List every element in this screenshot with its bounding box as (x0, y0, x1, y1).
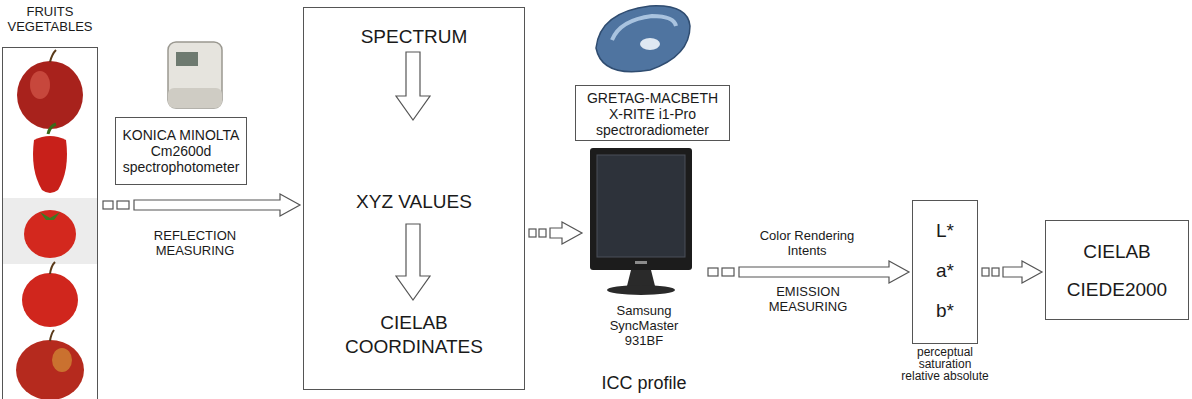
produce-panel: FRUITS VEGETABLES (2, 0, 98, 399)
dash-square (529, 229, 536, 237)
edge-label: Color Rendering Intents (752, 228, 862, 258)
monitor-logo (635, 261, 647, 264)
note-label: EMISSION MEASURING (768, 284, 848, 314)
apple-stem (50, 330, 54, 341)
apple-stem (50, 50, 56, 62)
dash-square (117, 201, 129, 209)
photo-ground (3, 198, 97, 264)
node-text: CIEDE2000 (1049, 279, 1185, 301)
edge-label: REFLECTION MEASURING (150, 228, 240, 258)
hollow-arrow (739, 261, 909, 283)
hollow-arrow (134, 194, 300, 216)
flow-arrow (982, 261, 1042, 283)
pepper (33, 136, 67, 193)
monitor: Samsung SyncMaster 931BF ICC profile (585, 148, 703, 399)
device-highlight (612, 16, 676, 40)
hollow-arrow (1003, 261, 1042, 283)
pepper-stem (48, 124, 56, 134)
node-heading: Samsung SyncMaster 931BF (604, 303, 684, 348)
device-body (168, 42, 222, 108)
device-box: GRETAG-MACBETH X-RITE i1-Pro spectroradi… (575, 85, 730, 141)
apple (16, 340, 84, 399)
flow-arrow (103, 194, 300, 216)
box-outline (2, 47, 98, 399)
process-box: SPECTRUM XYZ VALUES CIELAB COORDINATES (303, 7, 525, 390)
device-base (168, 88, 222, 108)
node-heading: L* (915, 220, 975, 242)
node-text: b* (915, 300, 975, 322)
dash-square (992, 268, 999, 276)
flow-arrow (708, 261, 909, 283)
photo-ground (3, 48, 97, 399)
apple-highlight (52, 348, 72, 372)
monitor-bezel (590, 148, 692, 270)
node-heading: KONICA MINOLTA Cm2600d spectrophotometer (120, 127, 242, 175)
fruit-photos (3, 48, 97, 399)
dash-square (103, 201, 113, 209)
tomato-stem (40, 212, 60, 220)
result-box: CIELAB CIEDE2000 (1045, 220, 1189, 320)
tomato (24, 210, 76, 258)
dash-square (722, 268, 734, 276)
node-text: perceptual saturation relative absolute (901, 346, 989, 382)
node-text: a* (915, 260, 975, 282)
inner-arrows (396, 52, 430, 300)
apple-stem (50, 262, 55, 274)
apple (22, 273, 78, 327)
node-heading: FRUITS VEGETABLES (2, 4, 98, 34)
down-arrow (396, 224, 430, 300)
down-arrow (396, 52, 430, 120)
node-text: ICC profile (585, 372, 703, 394)
spectroradiometer-icon (596, 6, 690, 72)
apple-highlight (30, 71, 50, 99)
dash-square (539, 229, 546, 237)
monitor-neck (627, 270, 655, 286)
flow-arrow (529, 222, 582, 244)
device-display (176, 52, 198, 66)
spectrophotometer-icon (168, 42, 222, 108)
dash-square (708, 268, 718, 276)
device-body (596, 6, 690, 72)
device-box: KONICA MINOLTA Cm2600d spectrophotometer (115, 117, 247, 185)
monitor-base (607, 285, 675, 295)
monitor-screen (597, 155, 685, 257)
node-text: XYZ VALUES (314, 191, 514, 213)
node-heading: CIELAB (1049, 241, 1185, 263)
dash-square (982, 268, 989, 276)
node-text: CIELAB COORDINATES (339, 311, 489, 359)
node-heading: SPECTRUM (314, 26, 514, 48)
node-heading: GRETAG-MACBETH X-RITE i1-Pro spectroradi… (579, 90, 726, 138)
monitor-shape (585, 148, 703, 298)
coordinate-box: L* a* b* perceptual saturation relative abs… (900, 200, 990, 396)
hollow-arrow (550, 222, 582, 244)
device-window (640, 38, 660, 50)
apple (17, 61, 83, 129)
